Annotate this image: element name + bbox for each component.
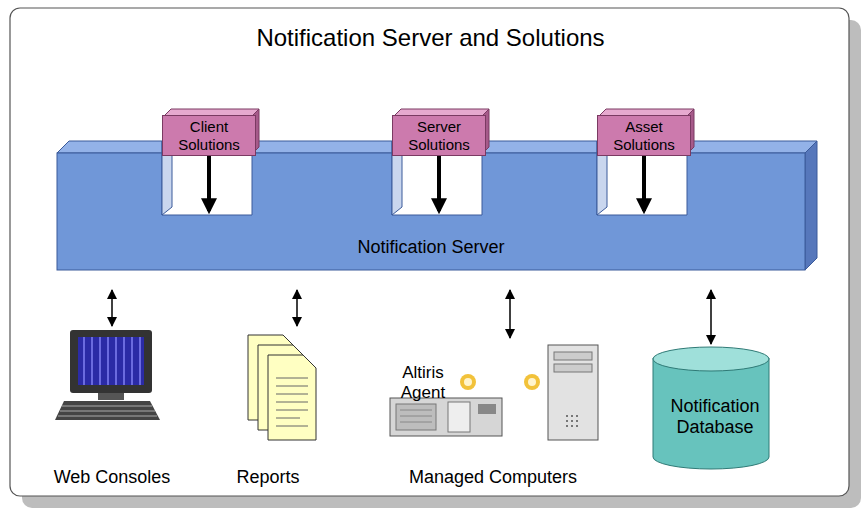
- double-arrow: [509, 290, 511, 338]
- double-arrow: [111, 290, 113, 326]
- node-label: Notification Server: [357, 237, 504, 258]
- reports-node: Reports: [218, 328, 318, 490]
- node-label: Reports: [236, 467, 299, 488]
- node-label: Asset Solutions: [598, 118, 690, 153]
- node-label: Web Consoles: [54, 467, 171, 488]
- outer-frame: [10, 8, 849, 496]
- agent-label: Altiris Agent: [388, 363, 458, 402]
- server-band: Notification Server: [57, 153, 805, 270]
- plug-in-arrow: [642, 156, 646, 211]
- solution-box: Client Solutions: [162, 115, 256, 156]
- console-node: Web Consoles: [47, 328, 177, 490]
- node-label: Managed Computers: [409, 467, 577, 488]
- node-label: Client Solutions: [163, 118, 255, 153]
- double-arrow: [296, 290, 298, 326]
- band-side: [805, 141, 817, 270]
- plug-in-arrow: [207, 156, 211, 211]
- diagram-title: Notification Server and Solutions: [0, 24, 861, 52]
- node-label: Server Solutions: [393, 118, 485, 153]
- solution-box: Asset Solutions: [597, 115, 691, 156]
- solution-box: Server Solutions: [392, 115, 486, 156]
- reports-icon: [248, 335, 316, 440]
- database-cylinder: Notification Database: [652, 346, 778, 470]
- managed-computers-node: Managed Computers: [383, 340, 603, 490]
- plug-in-arrow: [437, 156, 441, 211]
- double-arrow: [710, 290, 712, 344]
- node-label: Notification Database: [652, 396, 778, 437]
- solution-box-faces: [162, 109, 694, 156]
- computer-icon: [55, 330, 160, 420]
